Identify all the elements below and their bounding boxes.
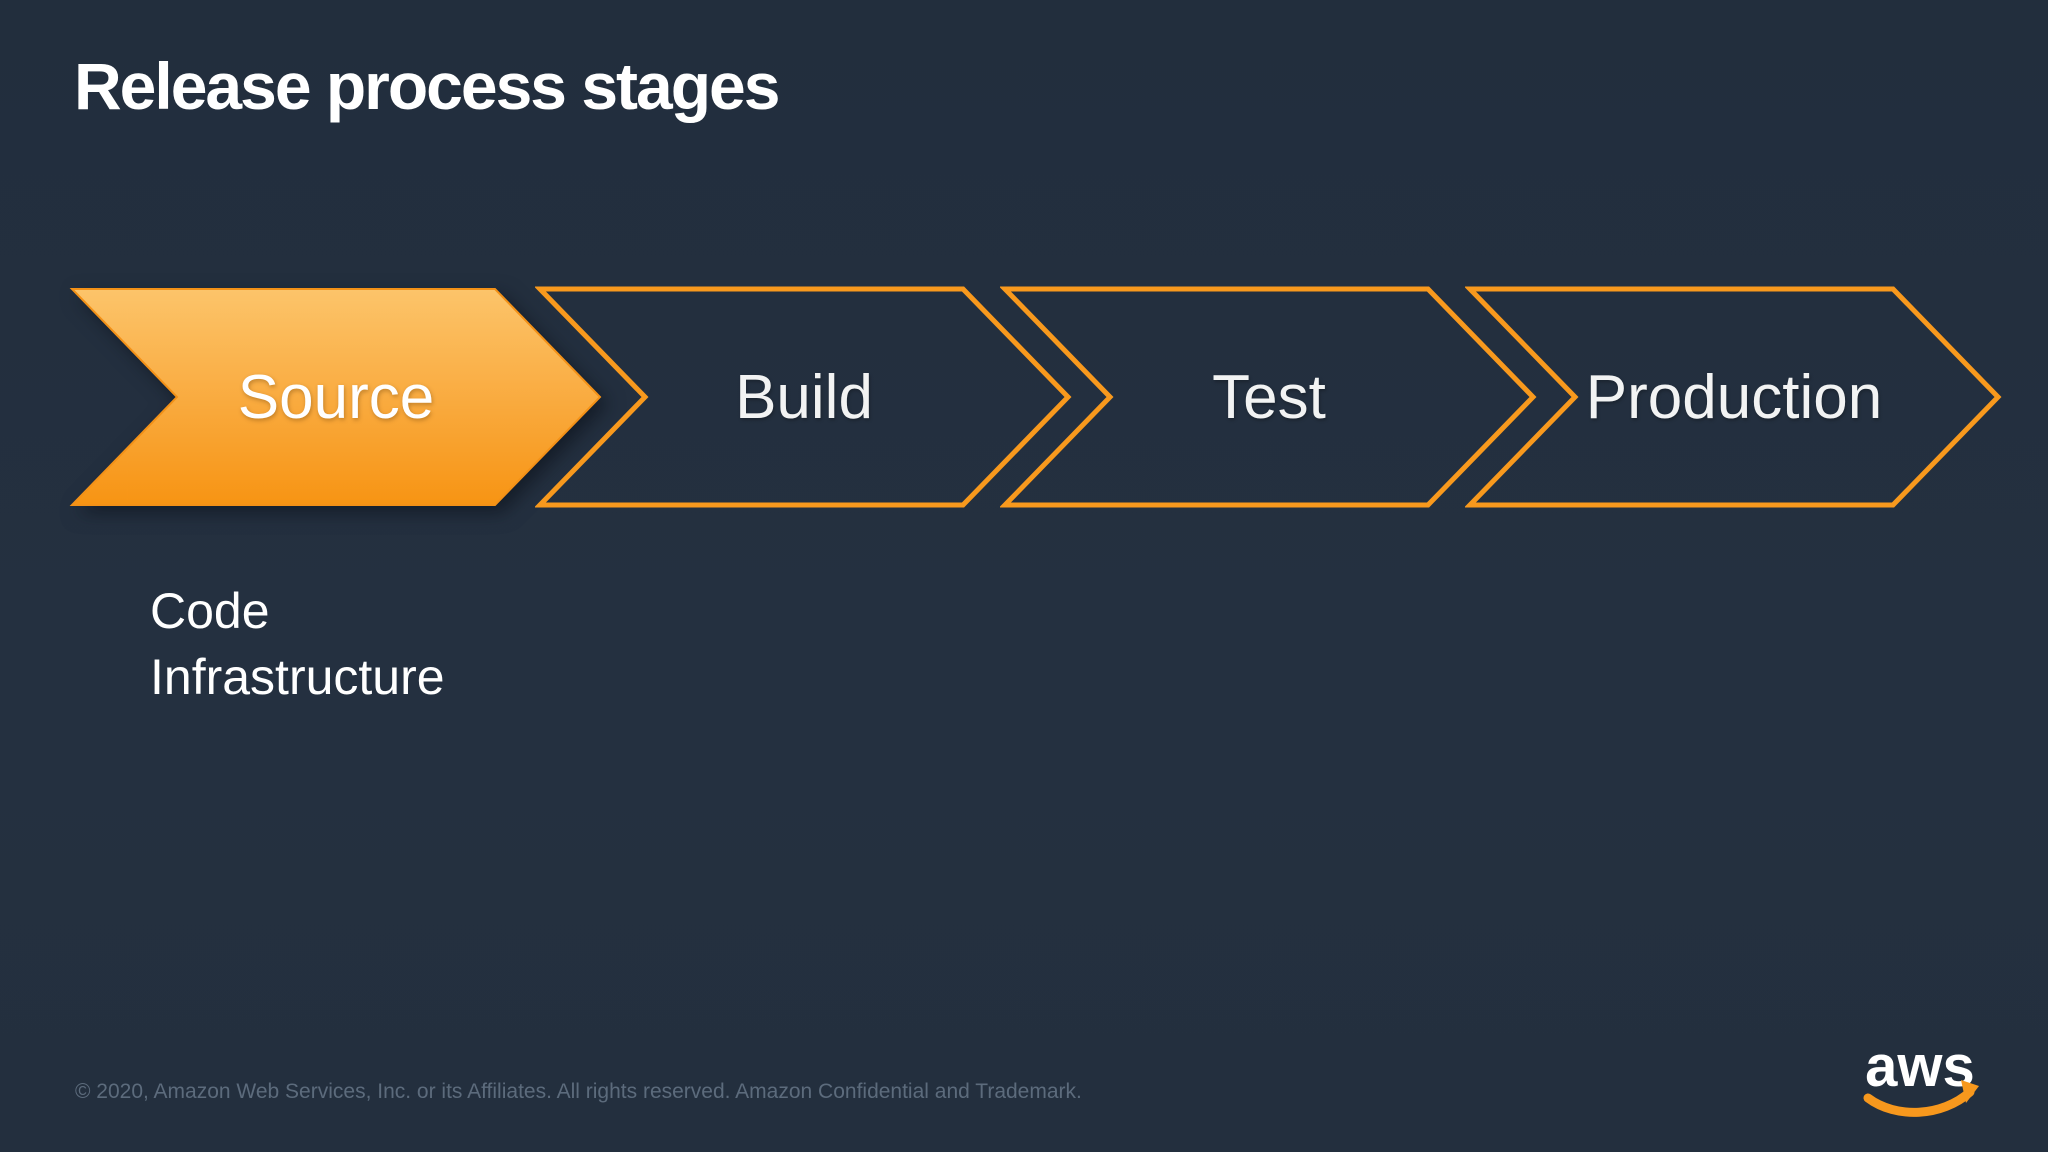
chevron-build-shape (535, 286, 1072, 508)
chevron-test-shape (1000, 286, 1537, 508)
source-stage-notes: Code Infrastructure (150, 578, 445, 710)
aws-logo-text: aws (1865, 1034, 1975, 1099)
stage-label-test: Test (1212, 362, 1326, 432)
source-note-infrastructure: Infrastructure (150, 649, 445, 705)
chevron-production-shape (1465, 286, 2002, 508)
page-title: Release process stages (74, 49, 780, 123)
footer-copyright: © 2020, Amazon Web Services, Inc. or its… (75, 1080, 1082, 1103)
aws-smile-icon (1863, 1080, 1979, 1117)
source-note-code: Code (150, 583, 270, 639)
stage-label-source: Source (237, 362, 435, 432)
chevron-source-shape (69, 288, 602, 506)
stage-label-build: Build (735, 362, 873, 432)
stage-label-production: Production (1585, 362, 1883, 432)
aws-logo: aws (1863, 1034, 1979, 1117)
